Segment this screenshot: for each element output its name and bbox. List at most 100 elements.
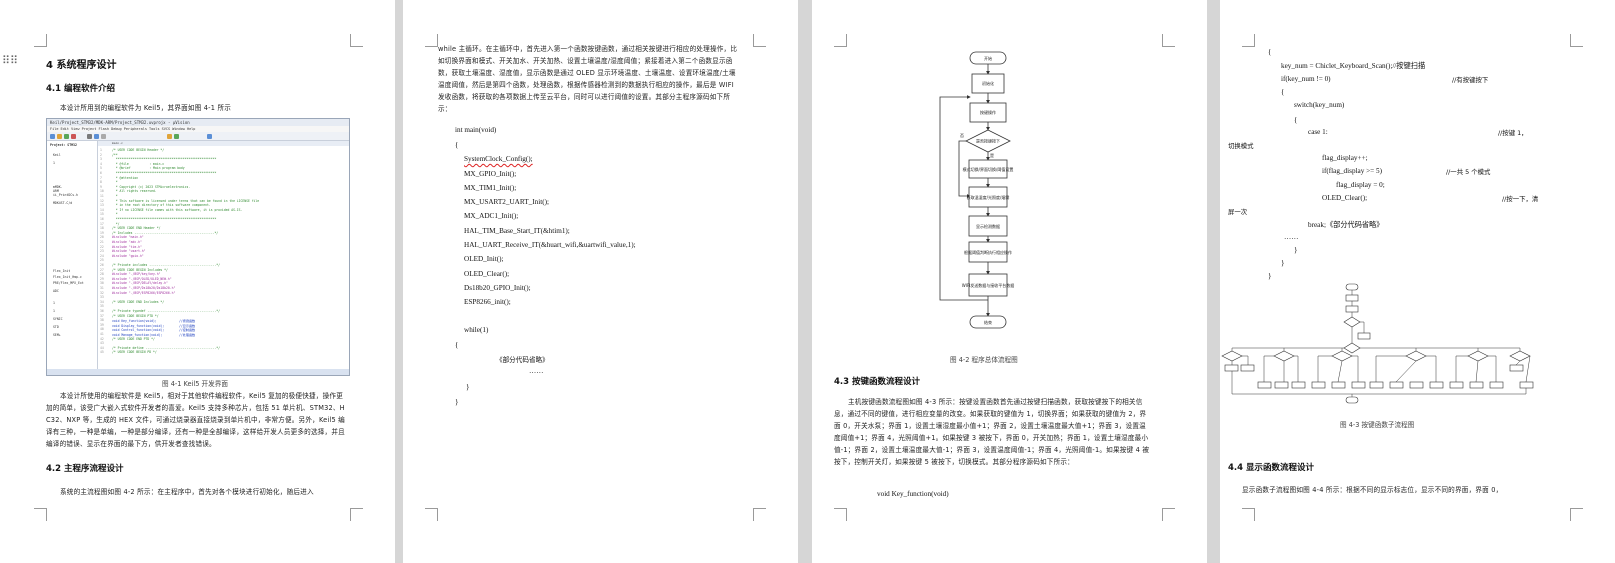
code-line: #include "./BSP/Ds18b20/Ds18b20.h" bbox=[112, 286, 176, 290]
paragraph-keil: 本设计所使用的编程软件是 Keil5，相对于其他软件编程软件，Keil5 复加的… bbox=[46, 392, 345, 448]
code-line: #include "./BSP/ESP8266/ESP8266.h" bbox=[112, 290, 176, 295]
line-number: 38 bbox=[100, 318, 104, 323]
code-line: { bbox=[455, 141, 459, 149]
keil-screenshot: Keil/Project_STM32/MDK-ARM/Project_STM32… bbox=[46, 118, 350, 376]
line-number: 10 bbox=[100, 189, 104, 194]
project-tree-item[interactable]: PRE/Flex_MPX_Ext bbox=[53, 281, 84, 285]
crop-mark bbox=[34, 34, 47, 47]
code-line: Ds18b20_GPIO_Init(); bbox=[464, 284, 531, 292]
line-number: 24 bbox=[100, 253, 104, 258]
code-line: void Key_function(void); //按键函数 bbox=[112, 319, 196, 324]
line-number: 30 bbox=[100, 281, 104, 286]
section-heading-4-1: 4.1 编程软件介绍 bbox=[46, 84, 116, 94]
flow-manage: 根据阈值判断执行相应操作 bbox=[964, 249, 1012, 255]
keil-toolbar bbox=[47, 132, 349, 141]
project-tree-item[interactable]: 1 bbox=[53, 309, 55, 313]
line-number: 44 bbox=[100, 345, 104, 350]
crop-mark bbox=[34, 508, 47, 521]
code-line: if(flag_display >= 5) bbox=[1322, 167, 1383, 175]
code-line: #include "./BSP/DELAY/delay.h" bbox=[112, 281, 168, 286]
code-line: OLED_Init(); bbox=[464, 255, 504, 263]
crop-mark bbox=[1242, 508, 1255, 521]
project-tree-item[interactable]: STD bbox=[53, 325, 59, 329]
code-line: MX_GPIO_Init(); bbox=[464, 170, 517, 178]
flow-no-label: 否 bbox=[960, 133, 964, 138]
figure-caption-4-1: 图 4-1 Keil5 开发界面 bbox=[162, 380, 228, 388]
line-number: 35 bbox=[100, 304, 104, 309]
line-number: 17 bbox=[100, 221, 104, 226]
code-line: int main(void) bbox=[455, 126, 497, 134]
code-line: ESP8266_init(); bbox=[464, 298, 511, 306]
line-number: 1 bbox=[100, 148, 102, 152]
code-line: key_num = Chiclet_Keyboard_Scan();//按键扫描 bbox=[1281, 62, 1426, 70]
line-number: 16 bbox=[100, 217, 104, 221]
line-number: 14 bbox=[100, 207, 104, 212]
code-line: case 1: bbox=[1308, 128, 1328, 136]
keil-title-bar: Keil/Project_STM32/MDK-ARM/Project_STM32… bbox=[47, 119, 349, 126]
section-heading-4-2: 4.2 主程序流程设计 bbox=[46, 464, 124, 474]
project-tree-item[interactable]: 1 bbox=[53, 301, 55, 305]
code-line: #include "gpio.h" bbox=[112, 253, 144, 258]
code-line: #include "adc.h" bbox=[112, 240, 142, 244]
line-number: 31 bbox=[100, 286, 104, 290]
line-number: 28 bbox=[100, 272, 104, 277]
code-line: /* Includes ----------------------------… bbox=[112, 230, 219, 235]
crop-mark bbox=[350, 508, 363, 521]
code-line: * bbox=[112, 212, 118, 217]
code-line: /* USER CODE BEGIN Includes */ bbox=[112, 267, 168, 272]
line-number: 43 bbox=[100, 341, 104, 346]
key-subflowchart bbox=[1221, 283, 1534, 404]
keil-editor-tab: main.c bbox=[98, 141, 349, 146]
project-tree-item[interactable]: 1 bbox=[53, 161, 55, 165]
project-tree-item[interactable]: ADC bbox=[53, 289, 59, 293]
project-tree-item[interactable]: ii_PrintDCs.h bbox=[53, 193, 78, 197]
line-number: 42 bbox=[100, 336, 104, 341]
paragraph-main-loop: while 主循环。在主循环中，首先进入第一个函数按键函数，通过相关按键进行相应… bbox=[438, 45, 738, 113]
line-number: 27 bbox=[100, 267, 104, 272]
project-tree-item[interactable]: SYNIC bbox=[53, 317, 63, 321]
line-number: 11 bbox=[100, 194, 104, 198]
code-line: */ bbox=[112, 221, 120, 226]
project-tree-item[interactable]: mMDK-ARM bbox=[53, 185, 63, 193]
code-line: HAL_UART_Receive_IT(&huart_wifi,&uartwif… bbox=[464, 241, 636, 249]
line-number: 32 bbox=[100, 290, 104, 295]
code-line: //按一下，清 bbox=[1502, 195, 1539, 203]
document-page-2: while 主循环。在主循环中，首先进入第一个函数按键函数，通过相关按键进行相应… bbox=[403, 0, 798, 563]
section-heading-4-4: 4.4 显示函数流程设计 bbox=[1228, 463, 1315, 473]
program-flowchart: 开始 初始化 按键操作 是否按键按下 模式切换/界面切换/阈值设置 获取温湿度/… bbox=[939, 51, 1014, 329]
project-tree-item[interactable]: Keil bbox=[53, 153, 61, 157]
keil-project-label: Project: STM32 bbox=[50, 143, 77, 147]
project-tree-item[interactable]: Flex_Init_Hmp.c bbox=[53, 275, 82, 279]
code-line: * bbox=[112, 180, 118, 185]
project-tree-item[interactable]: Flex_Init bbox=[53, 269, 71, 273]
code-line: if(key_num != 0) bbox=[1281, 75, 1331, 83]
line-number: 19 bbox=[100, 230, 104, 235]
line-number: 41 bbox=[100, 332, 104, 336]
code-line: } bbox=[1268, 272, 1272, 280]
code-line: ****************************************… bbox=[112, 171, 217, 175]
code-line: /* USER CODE BEGIN PD */ bbox=[112, 350, 157, 355]
code-line: * bbox=[112, 194, 118, 198]
code-line: switch(key_num) bbox=[1294, 101, 1345, 109]
crop-mark bbox=[1162, 34, 1175, 47]
code-line: } bbox=[1281, 259, 1285, 267]
move-handle-icon[interactable]: ⠿⠿ bbox=[2, 54, 19, 67]
line-number: 13 bbox=[100, 203, 104, 208]
line-number: 3 bbox=[100, 157, 102, 162]
code-line: /* Private includes --------------------… bbox=[112, 263, 221, 267]
crop-mark bbox=[425, 34, 438, 47]
code-line: /* USER CODE END PTD */ bbox=[112, 336, 155, 341]
code-line: /** bbox=[112, 152, 118, 157]
line-number: 34 bbox=[100, 299, 104, 304]
line-number: 5 bbox=[100, 166, 102, 171]
project-tree-item[interactable]: SEM+ bbox=[53, 333, 61, 337]
code-line: #include "main.h" bbox=[112, 235, 144, 240]
crop-mark bbox=[834, 508, 847, 521]
project-tree-item[interactable]: MDK4ST.C/d bbox=[53, 201, 73, 205]
flow-oled: 显示检测数据 bbox=[976, 223, 1000, 229]
code-line: /* USER CODE END Header */ bbox=[112, 226, 161, 231]
line-number: 29 bbox=[100, 276, 104, 281]
code-line: MX_ADC1_Init(); bbox=[464, 212, 519, 220]
code-block-key: { key_num = Chiclet_Keyboard_Scan();//按键… bbox=[1220, 0, 1538, 280]
code-line: { bbox=[1294, 116, 1298, 124]
